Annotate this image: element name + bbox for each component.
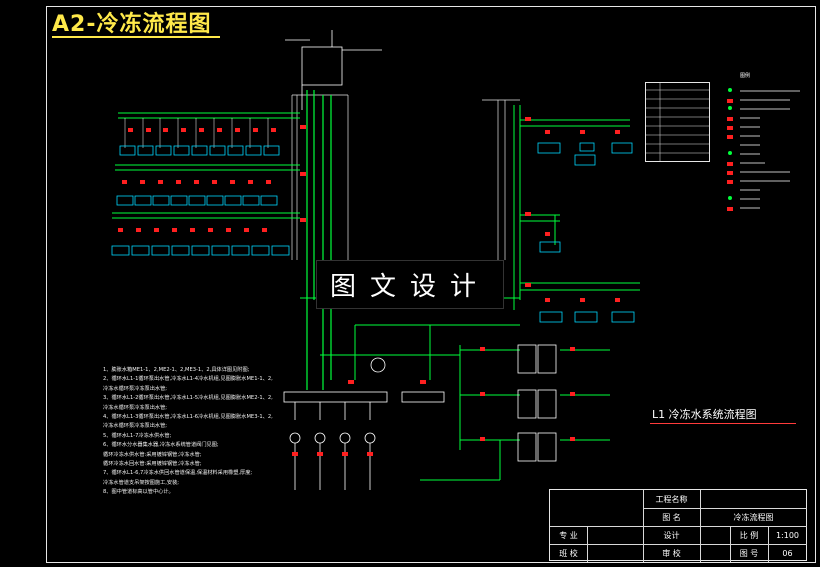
legend-table-lines — [645, 82, 710, 162]
pump-valves — [292, 347, 575, 456]
left-equipment-row-1 — [119, 118, 280, 156]
note-line: 冷冻水管道支吊架按图施工,安装; — [103, 479, 180, 486]
note-line: 8、图中管道标高以管中心计。 — [103, 489, 174, 496]
tb-divider — [587, 526, 588, 562]
diagram-title: L1 冷冻水系统流程图 — [652, 408, 757, 421]
sheet-value: 06 — [782, 548, 793, 558]
note-line: 3、循环水L1-2循环泵出水管,冷冻水L1-5冷水机组,见图膨胀水ME2-1、2… — [103, 395, 273, 402]
tb-divider — [700, 490, 701, 562]
drawing-label: 图 名 — [662, 512, 681, 522]
right-green-pipes — [513, 105, 640, 310]
left-branch-pipes — [112, 112, 300, 219]
tb-divider — [643, 508, 807, 509]
note-line: 1、膨胀水箱ME1-1、2,ME2-1、2,ME3-1、2,具体详图见附图; — [103, 367, 250, 373]
note-line: 6、循环水分水器集水器,冷冻水系统管道阀门见图; — [103, 442, 219, 449]
note-line: 冷冻水循环泵冷冻泵出水管; — [103, 404, 167, 411]
note-line: 2、循环水L1-1循环泵出水管,冷冻水L1-4冷水机组,见图膨胀水ME1-1、2… — [103, 376, 273, 383]
watermark-banner: 图文设计 — [316, 260, 504, 309]
left-equipment-row-3 — [111, 228, 290, 256]
tb-divider — [643, 490, 644, 562]
tb-divider — [550, 526, 807, 527]
legend-symbols — [727, 88, 800, 211]
sheet-label: 图 号 — [739, 548, 759, 558]
review-label: 审 校 — [662, 548, 681, 558]
tb-divider — [768, 526, 769, 562]
tb-divider — [730, 526, 731, 562]
sheet-title-underline — [52, 36, 220, 38]
left-equipment-row-2 — [116, 180, 278, 206]
note-line: 4、循环水L1-3循环泵出水管,冷冻水L1-6冷水机组,见图膨胀水ME3-1、2… — [103, 414, 273, 421]
expansion-tank — [285, 30, 382, 110]
sheet-title: A2-冷冻流程图 — [52, 12, 212, 37]
scale-value: 1:100 — [775, 530, 800, 540]
note-line: 冷冻水循环泵冷冻泵出水管; — [103, 385, 167, 392]
note-line: 5、循环水L1-7冷冻水供水管; — [103, 432, 172, 439]
drawing-frame — [46, 6, 816, 563]
project-label: 工程名称 — [655, 494, 688, 504]
note-line: 循环冷冻水回水管:采用镀锌钢管;冷冻水管; — [103, 461, 202, 468]
design-label: 设计 — [663, 530, 680, 540]
note-line: 7、循环水L1-6,7冷冻水供回水管道保温,保温材料采用橡塑,厚度; — [103, 470, 253, 477]
note-line: 冷冻水循环泵冷冻泵出水管; — [103, 423, 167, 430]
title-block: 工程名称 图 名 冷冻流程图 专 业 设计 比 例 1:100 班 校 审 校 … — [549, 489, 807, 562]
design-notes: 1、膨胀水箱ME1-1、2,ME2-1、2,ME3-1、2,具体详图见附图; 2… — [103, 366, 293, 498]
legend-heading: 图例 — [740, 73, 751, 79]
tb-divider — [550, 544, 807, 545]
discipline-label: 专 业 — [559, 530, 578, 540]
main-risers — [291, 94, 349, 260]
pump-symbols — [289, 432, 376, 490]
drawing-name: 冷冻流程图 — [733, 512, 774, 522]
right-valves — [300, 117, 620, 302]
pipe-legend-table — [645, 82, 710, 162]
headers-manifolds — [283, 357, 445, 420]
note-line: 循环冷冻水供水管:采用镀锌钢管;冷冻水管; — [103, 451, 202, 458]
scale-label: 比 例 — [739, 530, 759, 540]
green-risers — [306, 90, 332, 390]
chiller-units — [517, 344, 557, 462]
drafter-label: 班 校 — [559, 548, 578, 558]
diagram-title-underline — [650, 423, 796, 424]
right-risers — [482, 99, 520, 260]
